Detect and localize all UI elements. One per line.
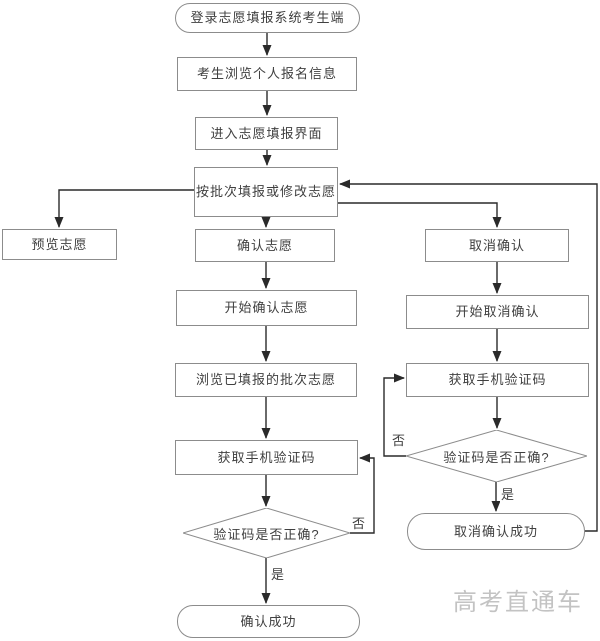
node-browse-info: 考生浏览个人报名信息 <box>177 57 357 91</box>
watermark-text: 高考直通车 <box>453 589 583 616</box>
node-get-code-cancel: 获取手机验证码 <box>406 363 589 397</box>
decision-label: 验证码是否正确? <box>443 449 550 465</box>
node-enter-page: 进入志愿填报界面 <box>195 117 338 150</box>
node-check-code-main-decision: 验证码是否正确? <box>183 508 350 558</box>
node-confirm-success-terminator: 确认成功 <box>177 605 360 638</box>
edge-label-yes-cancel: 是 <box>500 484 516 503</box>
node-cancel-success-terminator: 取消确认成功 <box>407 513 585 550</box>
node-fill-or-modify: 按批次填报或修改志愿 <box>194 167 338 217</box>
edge-label-yes-main: 是 <box>270 564 286 583</box>
node-browse-filled: 浏览已填报的批次志愿 <box>175 363 357 397</box>
node-preview: 预览志愿 <box>2 229 117 260</box>
node-check-code-cancel-decision: 验证码是否正确? <box>406 430 587 482</box>
edge-label-no-main: 否 <box>351 513 367 532</box>
node-login-terminator: 登录志愿填报系统考生端 <box>175 3 360 33</box>
edge-fill-to-cancelconfirm <box>338 202 502 228</box>
edge-fill-to-preview <box>54 189 194 228</box>
node-get-code-main: 获取手机验证码 <box>175 440 358 475</box>
edge-label-no-cancel: 否 <box>391 430 407 449</box>
node-confirm: 确认志愿 <box>195 229 335 262</box>
node-cancel-confirm: 取消确认 <box>425 229 569 262</box>
diamond-shape <box>183 508 350 558</box>
node-start-confirm: 开始确认志愿 <box>176 290 357 326</box>
node-start-cancel: 开始取消确认 <box>406 295 589 329</box>
decision-label: 验证码是否正确? <box>213 526 320 542</box>
